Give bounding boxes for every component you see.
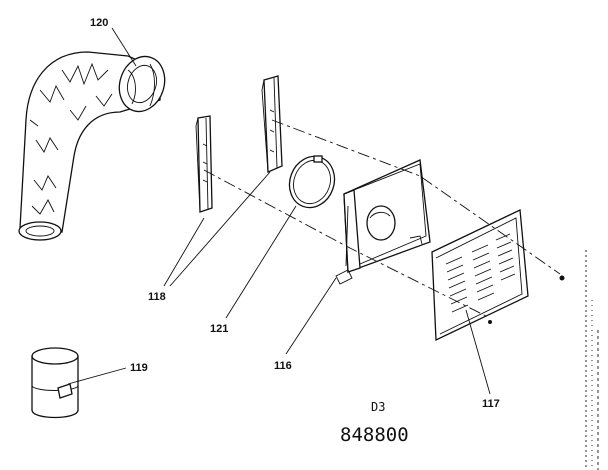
leader-120 xyxy=(111,27,137,67)
leader-121 xyxy=(225,205,297,319)
callout-118: 118 xyxy=(148,291,166,303)
screw-grille xyxy=(488,320,492,324)
leader-118-a xyxy=(163,217,205,287)
bracket-right-part xyxy=(261,75,283,173)
section-label: D3 xyxy=(371,400,385,414)
callout-116: 116 xyxy=(274,360,292,372)
leader-119 xyxy=(67,367,127,385)
duct-elbow-part xyxy=(18,51,166,241)
callout-119: 119 xyxy=(130,362,148,374)
callout-117: 117 xyxy=(482,398,500,410)
leader-118-b xyxy=(169,171,271,287)
housing-frame-part xyxy=(335,159,431,285)
screw-right xyxy=(559,275,565,281)
louvered-grille-part xyxy=(431,209,529,342)
assembly-axis-upper xyxy=(271,119,561,275)
scan-edge-artifact xyxy=(585,250,599,470)
leader-117 xyxy=(465,309,491,395)
drawing-number: 848800 xyxy=(340,424,409,446)
assembly-axis-lower xyxy=(203,169,491,319)
callout-121: 121 xyxy=(210,323,228,335)
hose-clamp-part xyxy=(288,155,336,209)
leader-116 xyxy=(285,277,337,355)
bracket-left-part xyxy=(195,115,213,213)
duct-collar-part xyxy=(31,347,79,419)
callout-120: 120 xyxy=(90,17,108,29)
